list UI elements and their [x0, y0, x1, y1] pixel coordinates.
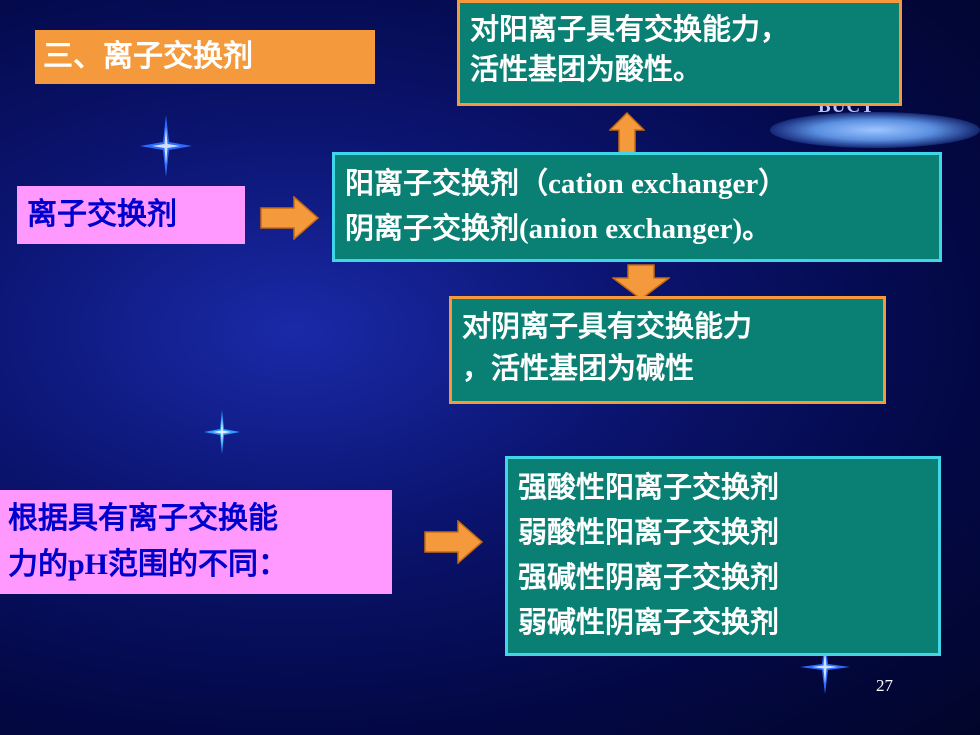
arrow-up-icon — [609, 112, 645, 154]
anion-exchanger-line: 阴离子交换剂(anion exchanger)。 — [345, 206, 929, 251]
arrow-down-icon — [612, 264, 670, 300]
list-item: 弱碱性阴离子交换剂 — [518, 605, 780, 639]
ion-exchanger-label-text: 离子交换剂 — [27, 197, 177, 232]
page-number: 27 — [876, 676, 893, 695]
cation-exchanger-en: cation exchanger — [548, 168, 759, 200]
slide-title-text: 三、离子交换剂 — [43, 39, 253, 74]
cation-exchange-description-box: 对阳离子具有交换能力， 活性基团为酸性。 — [457, 0, 902, 106]
sparkle-star-icon — [204, 410, 240, 454]
list-item: 强酸性阳离子交换剂 — [518, 470, 780, 504]
description-line: 活性基团为酸性。 — [470, 52, 703, 86]
slide-title: 三、离子交换剂 — [35, 30, 375, 84]
cation-exchanger-close: ） — [758, 166, 788, 200]
classification-text: 力的 — [8, 547, 68, 582]
anion-exchanger-cn: 阴离子交换剂 — [345, 211, 520, 245]
sparkle-star-icon — [140, 115, 192, 177]
ph-range-classification-label: 根据具有离子交换能 力的pH范围的不同： — [0, 490, 392, 594]
classification-line: 力的pH范围的不同： — [8, 542, 384, 588]
decorative-glow-ellipse — [770, 112, 980, 148]
ion-exchanger-label: 离子交换剂 — [17, 186, 245, 244]
cation-exchanger-cn: 阳离子交换剂（ — [345, 166, 549, 200]
anion-exchanger-en: (anion exchanger) — [519, 213, 743, 245]
arrow-right-icon — [424, 520, 484, 564]
list-item: 强碱性阴离子交换剂 — [518, 560, 780, 594]
anion-exchange-description-box: 对阴离子具有交换能力 ，活性基团为碱性 — [449, 296, 886, 404]
anion-exchanger-close: 。 — [742, 211, 772, 245]
list-item: 弱酸性阳离子交换剂 — [518, 515, 780, 549]
description-line: 对阳离子具有交换能力， — [470, 12, 790, 46]
description-line: ，活性基团为碱性 — [462, 351, 695, 385]
arrow-right-icon — [260, 196, 320, 240]
classification-text: 范围的不同： — [108, 547, 289, 582]
exchanger-strength-list: 强酸性阳离子交换剂 弱酸性阳离子交换剂 强碱性阴离子交换剂 弱碱性阴离子交换剂 — [505, 456, 941, 656]
ph-text: pH — [68, 548, 109, 581]
description-line: 对阴离子具有交换能力 — [462, 309, 753, 343]
sparkle-star-icon — [800, 640, 850, 694]
classification-line: 根据具有离子交换能 — [8, 501, 278, 536]
cation-exchanger-line: 阳离子交换剂（cation exchanger） — [345, 161, 929, 206]
exchanger-types-box: 阳离子交换剂（cation exchanger） 阴离子交换剂(anion ex… — [332, 152, 942, 262]
